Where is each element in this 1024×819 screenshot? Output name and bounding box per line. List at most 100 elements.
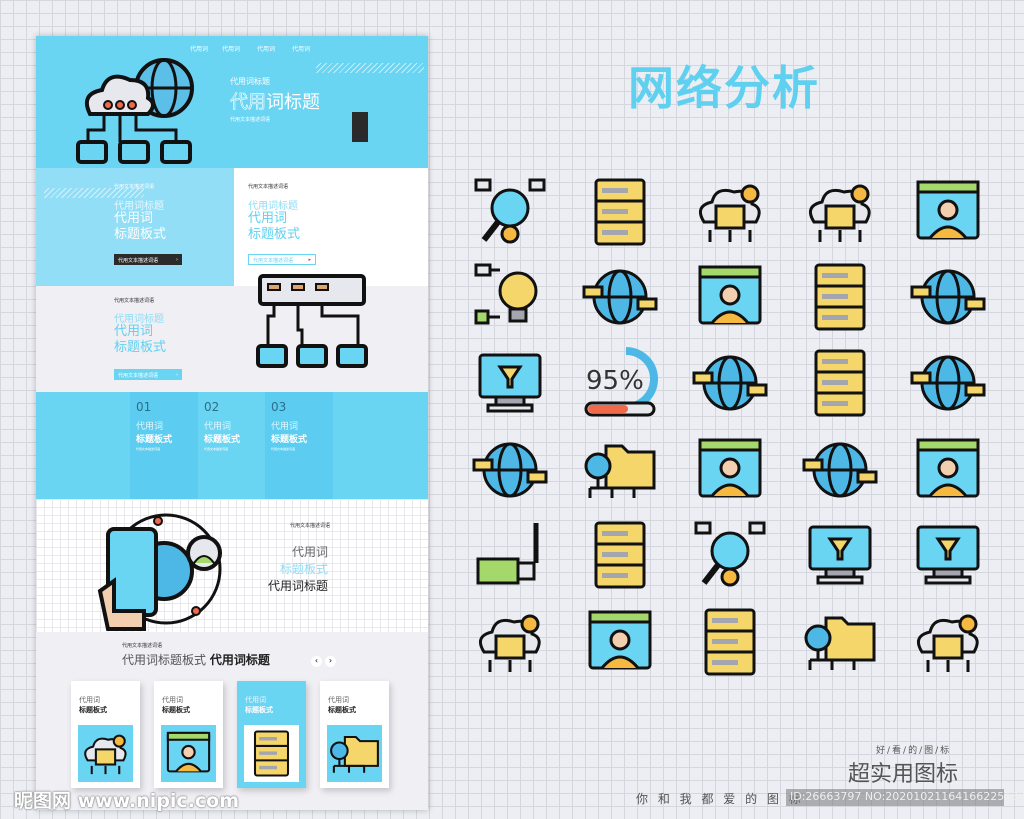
server-network-icon	[814, 349, 866, 417]
card-title-light: 代用词	[162, 696, 183, 704]
browser-cloud-server-icon	[330, 735, 379, 773]
card-title-light: 代用词	[245, 696, 266, 704]
step-number: 03	[271, 400, 287, 414]
tagline-small: 好/看/的/图/标	[876, 746, 952, 756]
cards-section: 代用文本描述词语 代用词标题板式 代用词标题 ‹ › 代用词 标题板式 代用词 …	[36, 632, 428, 810]
card-image	[244, 725, 299, 782]
cta-button[interactable]: 代用文本描述词语›	[114, 254, 182, 265]
card-title: 标题板式	[328, 706, 356, 714]
feature-block-right: 代用文本描述词语 代用词标题 代用词标题板式 代用文本描述词语▸	[234, 168, 428, 286]
step-title: 标题板式	[136, 435, 173, 445]
step-item: 03 代用词 标题板式 代用文本描述词语	[265, 392, 333, 499]
block-title-light: 代用词标题	[248, 201, 298, 212]
card-server-operator[interactable]: 代用词 标题板式	[237, 681, 306, 788]
analytics-monitor-icon	[694, 521, 766, 587]
card-title: 标题板式	[162, 706, 190, 714]
title-line: 代用词	[114, 324, 154, 339]
router-icon	[808, 525, 872, 585]
cloud-network-icon	[698, 184, 761, 242]
title-line: 代用词标题	[267, 579, 328, 593]
block-title-light: 代用词标题	[114, 314, 164, 325]
media-network-icon	[692, 355, 768, 411]
nav-item[interactable]: 代用词	[257, 46, 276, 53]
cloud-network-icon	[76, 58, 194, 164]
feature-block-left: 代用文本描述词语 代用词标题 代用词标题板式 代用文本描述词语›	[36, 168, 234, 286]
step-number: 01	[136, 400, 152, 414]
mobile-global-icon	[97, 513, 222, 631]
hero-title: 代用词标题	[230, 88, 320, 114]
step-item: 01 代用词 标题板式 代用文本描述词语	[130, 392, 198, 499]
cloud-server-settings-icon	[808, 184, 871, 242]
card-image	[78, 725, 133, 782]
tagline-sub: 你 和 我 都 爱 的 图 标	[636, 792, 804, 806]
progress-95-icon: 95%	[584, 347, 658, 417]
card-title: 标题板式	[245, 706, 273, 714]
title-line: 标题板式	[279, 562, 328, 576]
browser-cloud-server-icon	[804, 616, 876, 670]
step-desc: 代用文本描述词语	[136, 447, 161, 451]
block-desc: 代用文本描述词语	[248, 184, 289, 190]
step-item: 02 代用词 标题板式 代用文本描述词语	[198, 392, 266, 499]
step-title: 标题板式	[271, 435, 308, 445]
prev-button[interactable]: ‹	[311, 656, 322, 667]
tagline-big: 超实用图标	[848, 762, 959, 787]
nav-item[interactable]: 代用词	[222, 46, 241, 53]
database-network-icon	[814, 263, 866, 331]
mobile-feature-section: 代用文本描述词语 代用词 标题板式 代用词标题	[36, 499, 428, 632]
network-search-icon	[474, 178, 546, 244]
card-network-users-laptop[interactable]: 代用词 标题板式	[154, 681, 223, 788]
card-browser-cloud-server[interactable]: 代用词 标题板式	[320, 681, 389, 788]
block-title: 代用词标题板式	[114, 211, 166, 243]
cloud-settings-icon	[916, 614, 979, 672]
block-desc: 代用文本描述词语	[290, 523, 331, 529]
hero-section: 代用词 代用词 代用词 代用词 代用词标题 代用词标题 代用文本描述词语	[36, 36, 428, 168]
scroll-indicator[interactable]	[352, 112, 368, 142]
block-title: 代用词标题板式	[248, 211, 300, 243]
image-id-overlay: ID:26663797 NO:20201021164166225132	[786, 789, 1024, 806]
remote-users-global-icon	[698, 438, 762, 498]
title-line: 标题板式	[248, 227, 301, 242]
hero-title-solid: 词标题	[266, 92, 320, 113]
card-title-light: 代用词	[79, 696, 100, 704]
server-operator-icon	[253, 730, 290, 777]
template-preview-panel: 代用词 代用词 代用词 代用词 代用词标题 代用词标题 代用文本描述词语 代用文…	[36, 36, 428, 810]
cta-button[interactable]: 代用文本描述词语›	[114, 369, 182, 380]
step-title: 标题板式	[204, 435, 241, 445]
next-button[interactable]: ›	[325, 656, 336, 667]
mobile-global-icon	[472, 442, 548, 498]
title-line: 代用词	[248, 211, 288, 226]
step-number: 02	[204, 400, 220, 414]
title-line: 代用词	[114, 211, 154, 226]
code-server-icon	[594, 178, 646, 246]
block-desc: 代用文本描述词语	[114, 298, 155, 304]
card-title-light: 代用词	[328, 696, 349, 704]
monitor-certificate-icon	[916, 525, 980, 585]
global-transfer-icon	[910, 269, 986, 325]
folder-network-icon	[584, 444, 656, 498]
server-rack-icon	[594, 521, 646, 589]
card-image	[327, 725, 382, 782]
title-line: 标题板式	[114, 227, 167, 242]
nav-item[interactable]: 代用词	[190, 46, 209, 53]
steps-section: 01 代用词 标题板式 代用文本描述词语 02 代用词 标题板式 代用文本描述词…	[36, 392, 428, 499]
zigzag-decoration	[316, 63, 424, 73]
title-line: 代用词	[291, 545, 328, 559]
video-call-user-icon	[916, 180, 980, 240]
step-desc: 代用文本描述词语	[204, 447, 229, 451]
title-line: 标题板式	[114, 340, 167, 355]
block-desc: 代用文本描述词语	[114, 184, 155, 190]
cloud-chip-icon	[84, 734, 127, 775]
card-cloud-chip[interactable]: 代用词 标题板式	[71, 681, 140, 788]
feature-block-network: 代用文本描述词语 代用词标题 代用词标题板式 代用文本描述词语›	[36, 286, 428, 392]
nav-item[interactable]: 代用词	[292, 46, 311, 53]
cta-button[interactable]: 代用文本描述词语▸	[248, 254, 316, 265]
cloud-chip-icon	[478, 614, 541, 672]
laptop-filter-icon	[478, 353, 542, 413]
zigzag-decoration	[44, 188, 144, 198]
hero-subtitle: 代用词标题	[230, 77, 270, 86]
step-title-light: 代用词	[271, 422, 299, 432]
step-title-light: 代用词	[204, 422, 232, 432]
block-title: 代用词 标题板式 代用词标题	[268, 544, 328, 595]
hero-title-outline: 代用	[230, 92, 267, 114]
step-desc: 代用文本描述词语	[271, 447, 296, 451]
